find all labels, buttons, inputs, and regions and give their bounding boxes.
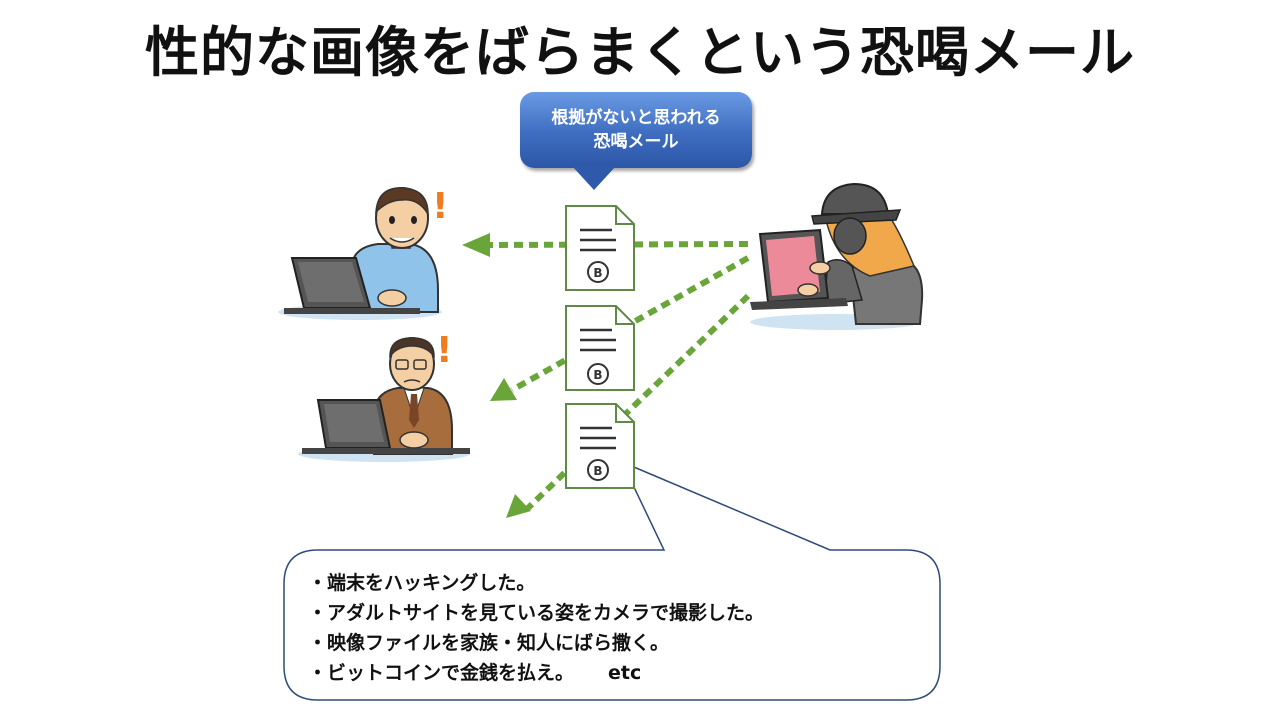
bitcoin-symbol: B (593, 464, 602, 478)
callout-line-1: 根拠がないと思われる (551, 108, 721, 128)
victim-2-illustration: ! (298, 330, 470, 462)
arrow-to-user-3 (525, 293, 751, 511)
email-document-3: B (565, 403, 635, 489)
victim-1-illustration: ! (278, 186, 448, 320)
bullet-item-text: ・ビットコインで金銭を払え。 (308, 662, 575, 684)
bitcoin-symbol: B (593, 266, 602, 280)
callout-line-2: 恐喝メール (593, 132, 679, 152)
bullet-item: ・ビットコインで金銭を払え。 etc (308, 658, 764, 688)
bullet-etc: etc (608, 662, 642, 684)
attacker-illustration (750, 182, 924, 330)
alert-icon: ! (432, 186, 448, 227)
callout-bubble: 根拠がないと思われる 恐喝メール (520, 92, 752, 168)
bitcoin-symbol: B (593, 368, 602, 382)
alert-icon: ! (436, 330, 452, 371)
page-title: 性的な画像をばらまくという恐喝メール (145, 21, 1135, 84)
bullet-item: ・端末をハッキングした。 (308, 572, 536, 594)
arrowheads (462, 233, 531, 518)
bullet-item: ・アダルトサイトを見ている姿をカメラで撮影した。 (308, 602, 765, 624)
email-document-1: B (565, 205, 635, 291)
speech-bubble (283, 460, 941, 701)
callout-tail (572, 166, 616, 190)
arrow-to-user-1 (489, 241, 749, 248)
arrowhead-3 (506, 494, 531, 518)
threat-bullet-list: ・端末をハッキングした。 ・アダルトサイトを見ている姿をカメラで撮影した。 ・映… (308, 568, 764, 688)
email-document-2: B (565, 305, 635, 391)
bullet-item: ・映像ファイルを家族・知人にばら撒く。 (308, 632, 670, 654)
arrowhead-1 (462, 233, 490, 257)
arrowhead-2 (490, 378, 517, 401)
